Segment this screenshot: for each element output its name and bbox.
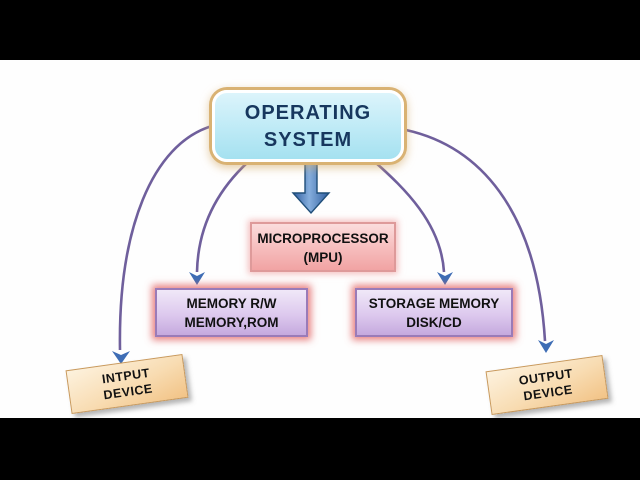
microprocessor-label-line2: (MPU) [303, 250, 343, 265]
os-to-mpu-block-arrow-icon [291, 157, 331, 215]
letterbox-top-bar [0, 0, 640, 60]
operating-system-box: OPERATING SYSTEM [212, 90, 404, 162]
storage-arrowhead-icon [437, 272, 453, 285]
storage-label-line2: DISK/CD [406, 315, 462, 330]
os-to-storage-connector [374, 161, 446, 273]
storage-box: STORAGE MEMORY DISK/CD [355, 288, 513, 337]
output-arrowhead-icon [538, 340, 554, 353]
diagram-canvas: OPERATING SYSTEM MICROPROCESSOR (MPU) ME… [0, 60, 640, 418]
memory-arrowhead-icon [189, 272, 205, 285]
microprocessor-box: MICROPROCESSOR (MPU) [250, 222, 396, 272]
input-arrowhead-icon [112, 351, 130, 364]
os-to-input-connector [118, 124, 213, 351]
os-to-memory-connector [195, 161, 249, 273]
memory-box: MEMORY R/W MEMORY,ROM [155, 288, 308, 337]
operating-system-label-line1: OPERATING [244, 102, 372, 124]
os-to-output-connector [405, 128, 547, 342]
memory-label-line2: MEMORY,ROM [184, 315, 279, 330]
operating-system-label-line2: SYSTEM [263, 129, 353, 151]
letterbox-bottom-bar [0, 418, 640, 480]
microprocessor-label-line1: MICROPROCESSOR [257, 231, 389, 246]
connector-layer [112, 124, 554, 364]
storage-label-line1: STORAGE MEMORY [368, 296, 500, 311]
memory-label-line1: MEMORY R/W [186, 296, 277, 311]
